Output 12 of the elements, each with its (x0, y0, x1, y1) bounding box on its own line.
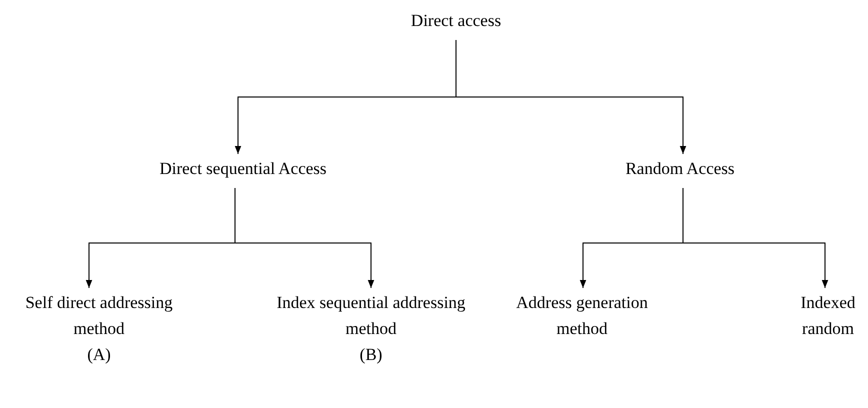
connector-arrow (682, 188, 828, 288)
node-label: (A) (87, 344, 111, 366)
connector-arrow (456, 40, 686, 154)
node-label: Random Access (625, 158, 735, 180)
node-label: Address generation method (515, 292, 649, 340)
node-label: Indexed random (800, 292, 856, 340)
node-label: Index sequential addressing method (276, 292, 466, 340)
node-label: (B) (360, 344, 382, 366)
node-label: Direct sequential Access (159, 158, 327, 180)
node-label: Direct access (410, 10, 502, 32)
node-label: Self direct addressing method (24, 292, 174, 340)
connector-arrow (234, 188, 374, 288)
